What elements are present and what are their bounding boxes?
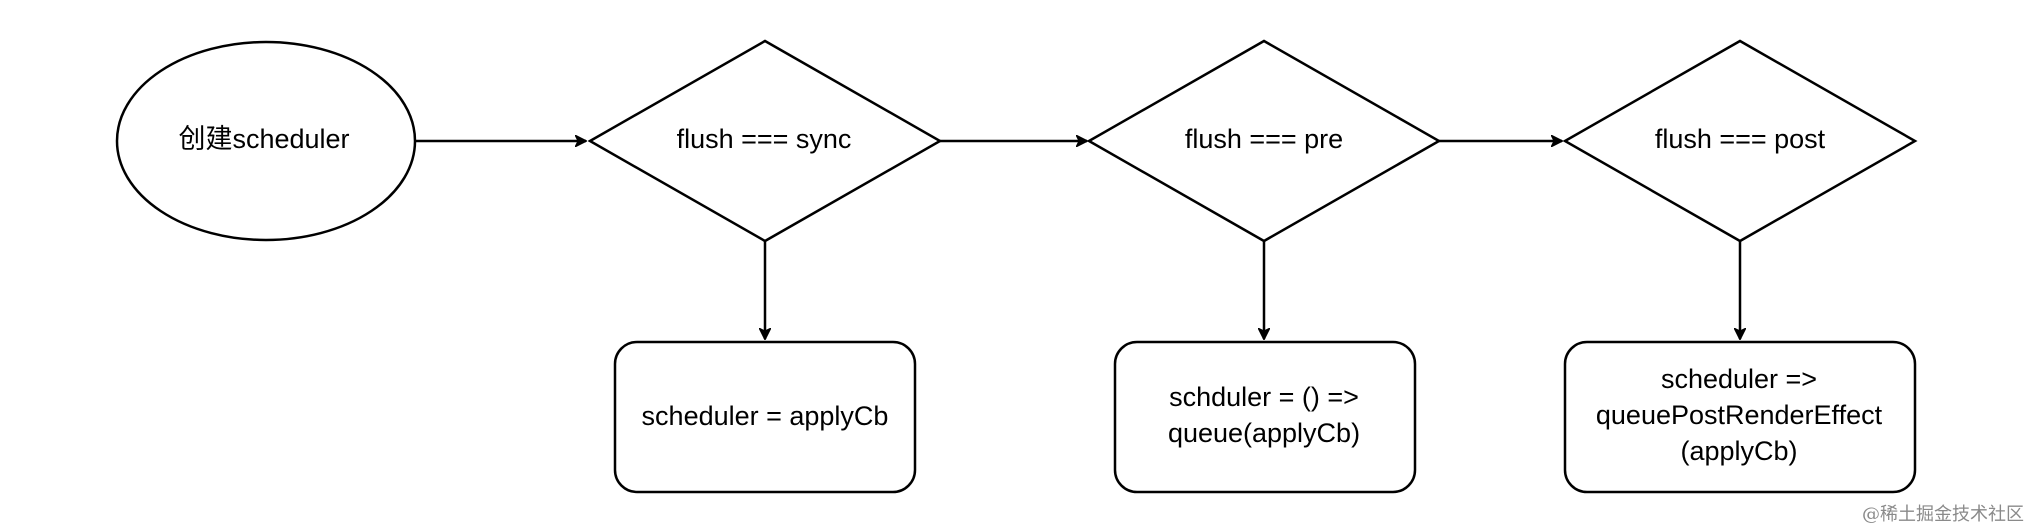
node-action-post-line-3: (applyCb) — [1680, 436, 1797, 466]
node-action-sync-line-1: scheduler = applyCb — [642, 401, 889, 431]
edges — [413, 141, 1740, 339]
node-decision-sync: flush === sync — [587, 39, 943, 243]
node-start: 创建scheduler — [115, 40, 417, 242]
node-decision-post-label: flush === post — [1655, 124, 1826, 154]
node-action-pre-line-1: schduler = () => — [1169, 382, 1359, 412]
node-action-pre: schduler = () => queue(applyCb) — [1113, 340, 1417, 494]
node-action-post: scheduler => queuePostRenderEffect (appl… — [1563, 340, 1917, 494]
node-start-label: 创建scheduler — [178, 124, 349, 154]
node-decision-post: flush === post — [1562, 39, 1918, 243]
node-decision-pre: flush === pre — [1086, 39, 1442, 243]
node-decision-pre-label: flush === pre — [1185, 124, 1343, 154]
node-decision-sync-label: flush === sync — [677, 124, 852, 154]
node-action-post-line-2: queuePostRenderEffect — [1596, 400, 1883, 430]
node-action-pre-line-2: queue(applyCb) — [1168, 418, 1360, 448]
node-action-post-line-1: scheduler => — [1661, 364, 1817, 394]
watermark: @稀土掘金技术社区 — [1862, 504, 2024, 525]
node-action-sync: scheduler = applyCb — [613, 340, 917, 494]
